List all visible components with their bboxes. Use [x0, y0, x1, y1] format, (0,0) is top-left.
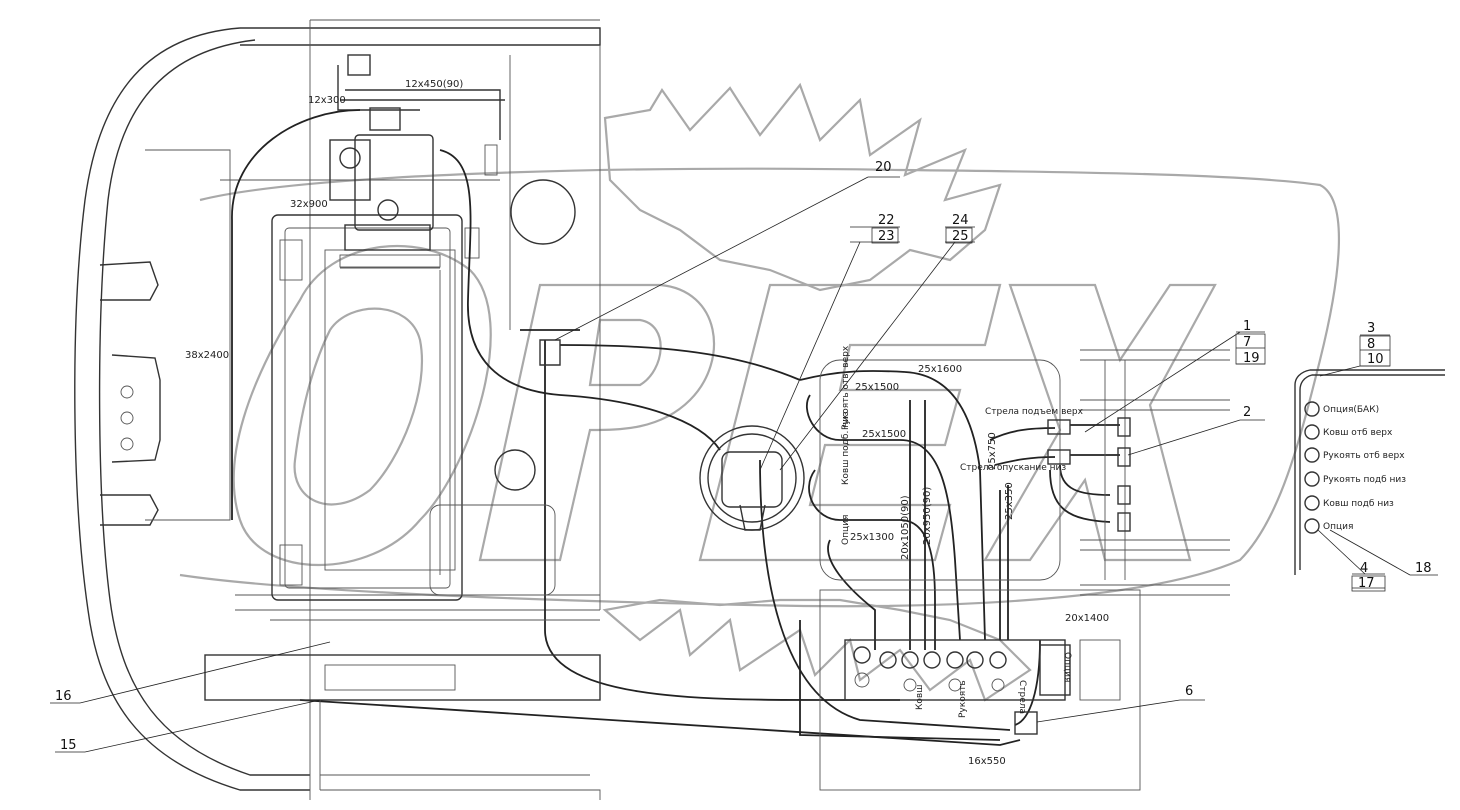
pump-assembly: [329, 54, 505, 268]
legend-item-2: Ковш отб верх: [1323, 428, 1393, 438]
hose-routing: [231, 109, 1120, 746]
callout-number: 3: [1367, 321, 1375, 336]
callout-number: 7: [1243, 335, 1251, 350]
hydraulic-tank: [271, 214, 463, 601]
valve-label: Опция: [1062, 652, 1072, 682]
valve-label: Рукоять: [958, 680, 968, 718]
arm-connectors: [1047, 417, 1131, 532]
callout-number: 2: [1243, 405, 1251, 420]
dim-label: 25x1300: [850, 532, 894, 543]
dim-label: 25x1500: [862, 429, 906, 440]
callout-box: [945, 227, 973, 244]
callout-number: 19: [1243, 351, 1260, 366]
counterweight: [204, 449, 601, 790]
dim-label: 25x1600: [918, 364, 962, 375]
cab-outline: [74, 19, 601, 800]
legend-item-3: Рукоять отб верх: [1323, 451, 1405, 461]
dim-label: 25x1500: [855, 382, 899, 393]
callout-leaders: [50, 176, 1438, 753]
callout-box: [1359, 335, 1391, 367]
hose-label: Стрела подъем верх: [985, 407, 1084, 417]
boom-frame: [819, 349, 1230, 791]
legend-item-4: Рукоять подб низ: [1323, 475, 1406, 485]
callout-number: 4: [1360, 561, 1368, 576]
callout-number: 8: [1367, 337, 1375, 352]
callout-number: 10: [1367, 352, 1384, 367]
round-cover: [464, 144, 576, 259]
callout-number: 24: [952, 213, 969, 228]
dim-label: 12x300: [308, 95, 346, 106]
dim-label: 20x950(90): [922, 487, 933, 545]
dim-label: 32x900: [290, 199, 328, 210]
hose-label: Рукоять отв. верх: [841, 345, 851, 430]
callout-number: 20: [875, 160, 892, 175]
dim-label: 20x1050(90): [900, 495, 911, 560]
callout-number: 25: [952, 229, 969, 244]
hose-label: Опция: [841, 515, 851, 545]
callout-number: 22: [878, 213, 895, 228]
callout-box: [871, 227, 899, 244]
swivel-joint: [699, 425, 805, 531]
dim-label: 25x350: [1004, 482, 1015, 520]
valve-label: Ковш: [915, 685, 925, 710]
callout-box: [1351, 575, 1386, 592]
callout-number: 16: [55, 689, 72, 704]
valve-bracket: [1294, 369, 1445, 575]
control-valve-block: [844, 639, 1071, 735]
hose-label: Стрела опускание низ: [960, 463, 1066, 473]
callout-box: [1235, 333, 1266, 365]
dim-label: 12x450(90): [405, 79, 463, 90]
legend-item-6: Опция: [1323, 522, 1353, 532]
hose-label: Ковш подб. низ: [841, 411, 851, 485]
callout-number: 18: [1415, 561, 1432, 576]
watermark-logo: [179, 82, 1341, 702]
dim-label: 25x750: [987, 432, 998, 470]
legend-item-5: Ковш подб низ: [1323, 499, 1394, 509]
dim-label: 38x2400: [185, 350, 229, 361]
callout-number: 1: [1243, 319, 1251, 334]
callout-number: 15: [60, 738, 77, 753]
callout-number: 23: [878, 229, 895, 244]
dim-label: 16x550: [968, 756, 1006, 767]
callout-number: 17: [1358, 576, 1375, 591]
legend-item-1: Опция(БАК): [1323, 405, 1379, 415]
valve-label: Стрела: [1017, 680, 1027, 714]
callout-number: 6: [1185, 684, 1193, 699]
dim-label: 20x1400: [1065, 613, 1109, 624]
